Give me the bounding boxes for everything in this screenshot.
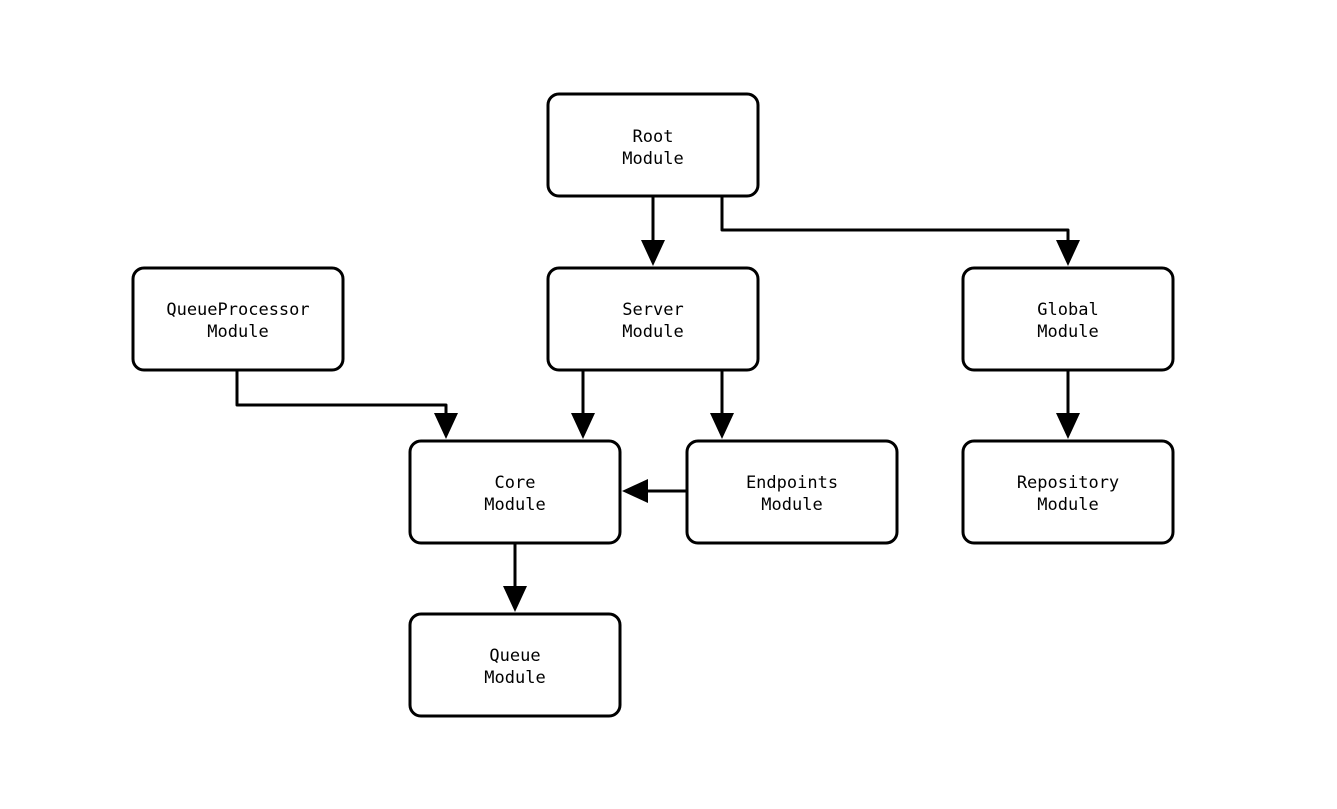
arrowhead-icon bbox=[571, 413, 595, 439]
node-box[interactable] bbox=[546, 266, 760, 372]
node-label-line2: Module bbox=[622, 322, 683, 342]
node-label-line2: Module bbox=[207, 322, 268, 342]
node-box[interactable] bbox=[408, 439, 622, 545]
node-queueprocessor-module[interactable]: QueueProcessor Module bbox=[131, 266, 345, 372]
edge-core-to-queue bbox=[503, 543, 527, 612]
arrowhead-icon bbox=[710, 413, 734, 439]
edge-root-to-server bbox=[641, 196, 665, 266]
node-label-line1: Root bbox=[633, 127, 674, 147]
edge-server-to-core bbox=[571, 370, 595, 439]
node-label-line1: Endpoints bbox=[746, 473, 838, 493]
node-global-module[interactable]: Global Module bbox=[961, 266, 1175, 372]
node-box[interactable] bbox=[685, 439, 899, 545]
arrowhead-icon bbox=[641, 240, 665, 266]
arrowhead-icon bbox=[622, 479, 648, 503]
node-root-module[interactable]: Root Module bbox=[546, 92, 760, 198]
node-box[interactable] bbox=[131, 266, 345, 372]
node-label-line1: Repository bbox=[1017, 473, 1119, 493]
arrowhead-icon bbox=[1056, 240, 1080, 266]
edge-root-to-global bbox=[720, 196, 1080, 266]
node-box[interactable] bbox=[961, 266, 1175, 372]
arrowhead-icon bbox=[503, 586, 527, 612]
node-endpoints-module[interactable]: Endpoints Module bbox=[685, 439, 899, 545]
node-server-module[interactable]: Server Module bbox=[546, 266, 760, 372]
node-label-line1: Core bbox=[495, 473, 536, 493]
node-label-line2: Module bbox=[622, 149, 683, 169]
node-label-line1: Server bbox=[622, 300, 683, 320]
node-core-module[interactable]: Core Module bbox=[408, 439, 622, 545]
node-repository-module[interactable]: Repository Module bbox=[961, 439, 1175, 545]
node-label-line1: Global bbox=[1037, 300, 1098, 320]
node-label-line1: Queue bbox=[489, 646, 540, 666]
node-label-line1: QueueProcessor bbox=[166, 300, 309, 320]
edge-line bbox=[720, 196, 1070, 243]
arrowhead-icon bbox=[1056, 413, 1080, 439]
node-queue-module[interactable]: Queue Module bbox=[408, 612, 622, 718]
node-box[interactable] bbox=[546, 92, 760, 198]
edge-global-to-repository bbox=[1056, 370, 1080, 439]
node-label-line2: Module bbox=[761, 495, 822, 515]
edge-line bbox=[235, 370, 448, 416]
node-label-line2: Module bbox=[1037, 322, 1098, 342]
node-label-line2: Module bbox=[484, 668, 545, 688]
edge-endpoints-to-core bbox=[622, 479, 687, 503]
edge-server-to-endpoints bbox=[710, 370, 734, 439]
node-box[interactable] bbox=[408, 612, 622, 718]
edge-queueprocessor-to-core bbox=[235, 370, 458, 439]
node-box[interactable] bbox=[961, 439, 1175, 545]
arrowhead-icon bbox=[434, 413, 458, 439]
node-label-line2: Module bbox=[1037, 495, 1098, 515]
node-label-line2: Module bbox=[484, 495, 545, 515]
